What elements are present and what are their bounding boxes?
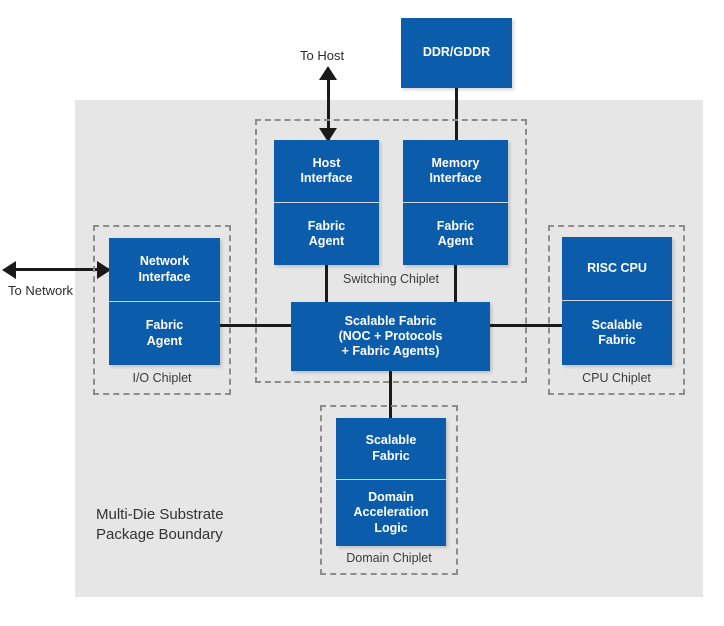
connector-scalable-fabric-to-cpu — [490, 324, 563, 327]
block-ddr-gddr[interactable]: DDR/GDDR — [401, 18, 512, 88]
block-host-fabric-agent-label: Fabric Agent — [307, 218, 346, 248]
chiplet-domain-label: Domain Chiplet — [346, 551, 432, 565]
block-domain-acceleration-logic-label: Domain Acceleration Logic — [353, 490, 429, 535]
block-domain-scalable-fabric-label: Scalable Fabric — [365, 433, 417, 463]
chiplet-cpu — [548, 225, 685, 395]
connector-to-host — [327, 78, 330, 140]
block-host-fabric-agent[interactable]: Fabric Agent — [274, 203, 379, 265]
block-memory-interface[interactable]: Memory Interface — [403, 140, 508, 203]
block-ddr-gddr-label: DDR/GDDR — [422, 45, 491, 60]
to-host-label: To Host — [300, 48, 345, 63]
package-boundary-caption: Multi-Die Substrate Package Boundary — [96, 506, 224, 544]
block-scalable-fabric-main[interactable]: Scalable Fabric (NOC + Protocols + Fabri… — [291, 302, 490, 371]
block-memory-fabric-agent[interactable]: Fabric Agent — [403, 203, 508, 265]
to-host-arrow-up-icon — [319, 66, 337, 80]
block-host-interface-label: Host Interface — [300, 155, 353, 185]
to-network-label: To Network — [8, 283, 74, 298]
connector-to-network — [16, 268, 111, 271]
to-network-arrow-left-icon — [2, 261, 16, 279]
block-risc-cpu-label: RISC CPU — [587, 260, 647, 275]
block-cpu-scalable-fabric-label: Scalable Fabric — [591, 317, 643, 347]
block-memory-fabric-agent-label: Fabric Agent — [436, 218, 475, 248]
block-io-fabric-agent-label: Fabric Agent — [145, 318, 184, 348]
connector-memory-agent-to-scalable-fabric — [454, 265, 457, 303]
chiplet-cpu-label: CPU Chiplet — [582, 371, 651, 385]
block-domain-acceleration-logic[interactable]: Domain Acceleration Logic — [336, 480, 446, 546]
to-network-arrow-right-icon — [97, 261, 111, 279]
connector-scalable-fabric-to-domain — [389, 371, 392, 420]
chiplet-io — [93, 225, 231, 395]
chiplet-io-label: I/O Chiplet — [132, 371, 192, 385]
chiplet-domain — [320, 405, 458, 575]
block-network-interface-label: Network Interface — [138, 254, 191, 284]
block-memory-interface-label: Memory Interface — [429, 155, 482, 185]
block-io-fabric-agent[interactable]: Fabric Agent — [109, 302, 220, 365]
block-host-interface[interactable]: Host Interface — [274, 140, 379, 203]
connector-ddr-to-memory-interface — [455, 88, 458, 141]
chiplet-switching-label: Switching Chiplet — [343, 272, 439, 286]
connector-host-agent-to-scalable-fabric — [325, 265, 328, 303]
block-scalable-fabric-main-label: Scalable Fabric (NOC + Protocols + Fabri… — [338, 313, 443, 359]
block-cpu-scalable-fabric[interactable]: Scalable Fabric — [562, 301, 672, 365]
block-risc-cpu[interactable]: RISC CPU — [562, 237, 672, 301]
block-domain-scalable-fabric[interactable]: Scalable Fabric — [336, 418, 446, 480]
block-network-interface[interactable]: Network Interface — [109, 238, 220, 302]
to-host-arrow-down-icon — [319, 128, 337, 142]
